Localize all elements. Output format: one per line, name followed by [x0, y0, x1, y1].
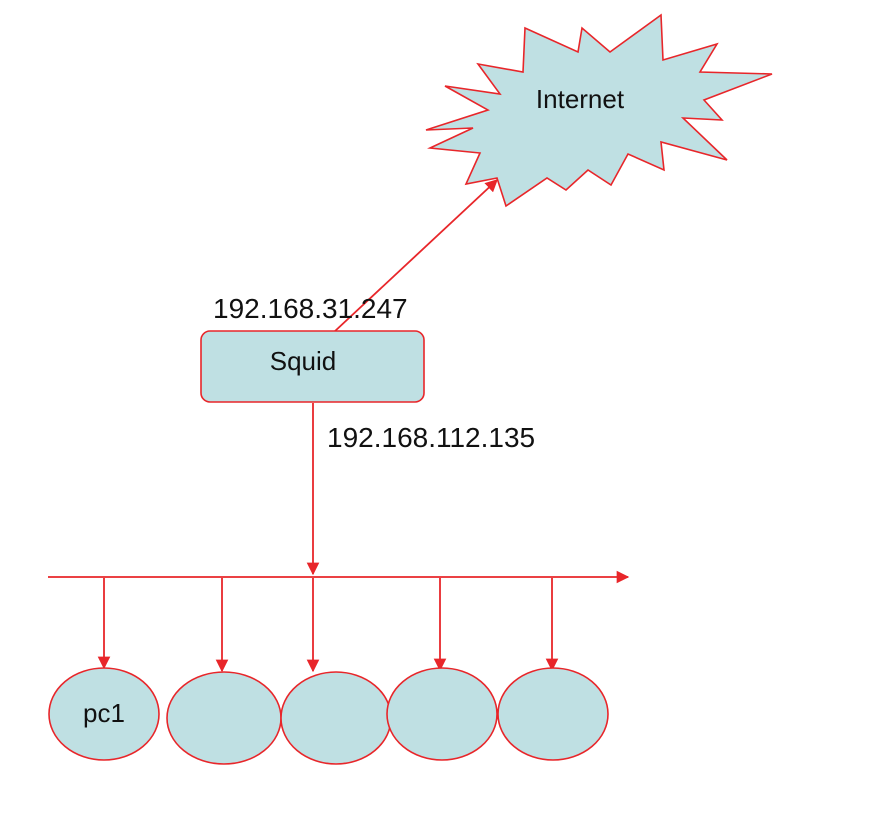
client-ellipse [48, 667, 160, 761]
client-ellipse [166, 671, 282, 765]
client-node-3 [280, 671, 392, 765]
squid-box [200, 330, 425, 403]
internet-starburst [425, 13, 773, 208]
client-ellipse [386, 667, 498, 761]
client-label: pc1 [83, 698, 125, 728]
squid-internal-ip: 192.168.112.135 [327, 422, 535, 453]
client-node-5 [497, 667, 609, 761]
squid-node: Squid [200, 330, 425, 403]
squid-label: Squid [270, 346, 337, 376]
client-ellipse [497, 667, 609, 761]
client-ellipse [280, 671, 392, 765]
internet-label: Internet [536, 84, 625, 114]
squid-external-ip: 192.168.31.247 [213, 293, 408, 324]
client-node-4 [386, 667, 498, 761]
internet-node: Internet [425, 13, 773, 208]
squid-to-internet-link [333, 179, 498, 333]
client-node-2 [166, 671, 282, 765]
client-node-1: pc1 [48, 667, 160, 761]
